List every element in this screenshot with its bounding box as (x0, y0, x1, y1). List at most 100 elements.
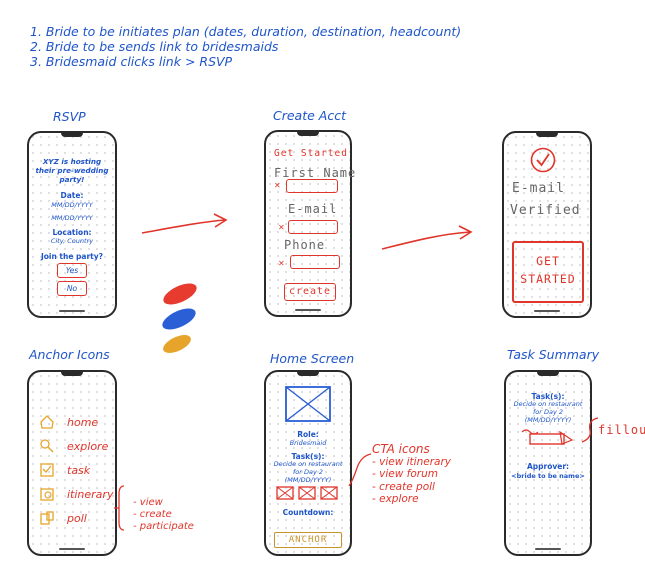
phone-home-bar (59, 310, 85, 312)
anchor-label-poll: poll (67, 511, 87, 525)
cta-forum-icon[interactable] (298, 486, 316, 500)
section-title-home-screen: Home Screen (270, 351, 355, 366)
cta-title: CTA icons (372, 442, 430, 456)
required-x-icon: ✕ (278, 259, 285, 268)
anchor-item-itinerary[interactable]: itinerary (39, 482, 113, 506)
poll-note-view: - view (133, 497, 163, 508)
home-task: Decide on restaurant for Day 2 (273, 460, 343, 476)
cta-icons-row (276, 486, 338, 500)
home-role-label: Role: (297, 430, 319, 439)
get-started-button[interactable]: GET STARTED (512, 241, 584, 303)
section-title-create-acct: Create Acct (273, 108, 346, 123)
anchor-item-explore[interactable]: explore (39, 434, 113, 458)
rsvp-date-2: MM/DD/YYYY (51, 214, 93, 222)
anchor-label-explore: explore (67, 439, 109, 453)
anchor-item-home[interactable]: home (39, 410, 113, 434)
phone-home-bar (535, 548, 561, 550)
section-title-rsvp: RSVP (53, 109, 86, 124)
email-text: E-mail (512, 181, 565, 196)
approver-name: <bride to be name> (511, 472, 585, 480)
phone-notch (536, 133, 558, 137)
swatch-blue (162, 308, 196, 330)
anchor-label-task: task (67, 463, 91, 477)
intro-steps: 1. Bride to be initiates plan (dates, du… (30, 24, 461, 69)
cta-notes: CTA icons - view itinerary - view forum … (372, 443, 451, 506)
section-title-task-summary: Task Summary (507, 347, 600, 362)
rsvp-date-label: Date: (60, 191, 84, 200)
phone-input[interactable] (290, 255, 340, 269)
cta-itinerary-icon[interactable] (276, 486, 294, 500)
verified-text: Verified (510, 203, 581, 218)
cta-poll-icon[interactable] (320, 486, 338, 500)
poll-note-participate: - participate (133, 521, 194, 532)
poll-notes-bracket (114, 485, 125, 531)
cta-item-forum: - view forum (372, 468, 438, 480)
rsvp-location-label: Location: (52, 228, 92, 237)
cta-annotation-line (348, 453, 372, 487)
anchor-bar[interactable]: ANCHOR (274, 532, 342, 548)
task-input-scribble-icon (521, 429, 574, 445)
create-button[interactable]: create (284, 283, 336, 301)
phone-notch (61, 372, 83, 376)
intro-step-2: 2. Bride to be sends link to bridesmaids (30, 39, 279, 54)
anchor-label-home: home (67, 415, 99, 429)
color-swatches (162, 283, 197, 353)
get-started-line-2: STARTED (520, 272, 576, 286)
phone-email-verified: E-mail Verified GET STARTED (502, 131, 592, 318)
anchor-item-task[interactable]: task (39, 458, 113, 482)
phone-home-bar (295, 309, 321, 311)
home-countdown-label: Countdown: (282, 508, 334, 517)
get-started-heading: Get Started (274, 148, 348, 159)
section-title-anchor-icons: Anchor Icons (29, 347, 110, 362)
first-name-label: First Name (274, 166, 357, 180)
rsvp-join-question: Join the party? (40, 252, 104, 261)
rsvp-no-button[interactable]: No (57, 281, 87, 296)
first-name-input[interactable] (286, 179, 338, 193)
phone-notch (537, 372, 559, 376)
fillout-note: fillout (598, 423, 645, 437)
house-icon (40, 415, 54, 429)
intro-step-3: 3. Bridesmaid clicks link > RSVP (30, 54, 233, 69)
required-x-icon: ✕ (278, 223, 285, 232)
anchor-label-itinerary: itinerary (67, 487, 114, 501)
phone-home-bar (59, 548, 85, 550)
flow-arrow-2 (381, 225, 473, 250)
required-x-icon: ✕ (274, 181, 281, 190)
cta-item-itinerary: - view itinerary (372, 455, 451, 468)
ballot-icon (40, 511, 54, 525)
phone-notch (297, 372, 319, 376)
approver-label: Approver: (526, 462, 570, 471)
cta-item-poll: - create poll (372, 480, 435, 493)
home-role: Bridesmaid (289, 439, 327, 447)
get-started-line-1: GET (536, 254, 560, 268)
phone-notch (297, 132, 319, 136)
swatch-red (163, 283, 197, 305)
task-label: Task(s): (531, 392, 565, 401)
phone-home-bar (534, 310, 560, 312)
calendar-icon (40, 488, 54, 501)
phone-create-account: Get Started First Name ✕ E-mail ✕ Phone … (264, 130, 355, 317)
flow-arrow-1 (141, 213, 228, 234)
phone-task-summary: Task(s): Decide on restaurant for Day 2 … (504, 370, 592, 556)
check-circle-icon (530, 147, 556, 173)
phone-rsvp: XYZ is hosting their pre-wedding party! … (27, 131, 117, 318)
home-task-date: (MM/DD/YYYY) (284, 476, 332, 484)
email-input[interactable] (288, 220, 338, 234)
rsvp-date-1: MM/DD/YYYY (51, 201, 93, 209)
task-description: Decide on restaurant for Day 2 (513, 400, 583, 416)
anchor-item-poll[interactable]: poll (39, 506, 113, 530)
rsvp-host-text: XYZ is hosting their pre-wedding party! (35, 157, 109, 184)
email-label: E-mail (288, 202, 338, 216)
fillout-bracket (581, 417, 599, 443)
anchor-icon-list: home explore task itinerary poll (39, 410, 113, 530)
image-placeholder-icon (285, 386, 331, 422)
phone-label: Phone (284, 238, 326, 252)
rsvp-location: City, Country (50, 237, 94, 245)
rsvp-yes-button[interactable]: Yes (57, 263, 87, 278)
task-date: (MM/DD/YYYY) (524, 416, 572, 424)
intro-step-1: 1. Bride to be initiates plan (dates, du… (30, 24, 462, 39)
swatch-yellow (163, 335, 191, 353)
phone-anchor-icons: home explore task itinerary poll (27, 370, 117, 556)
checklist-icon (40, 463, 54, 477)
magnifier-icon (40, 439, 54, 453)
